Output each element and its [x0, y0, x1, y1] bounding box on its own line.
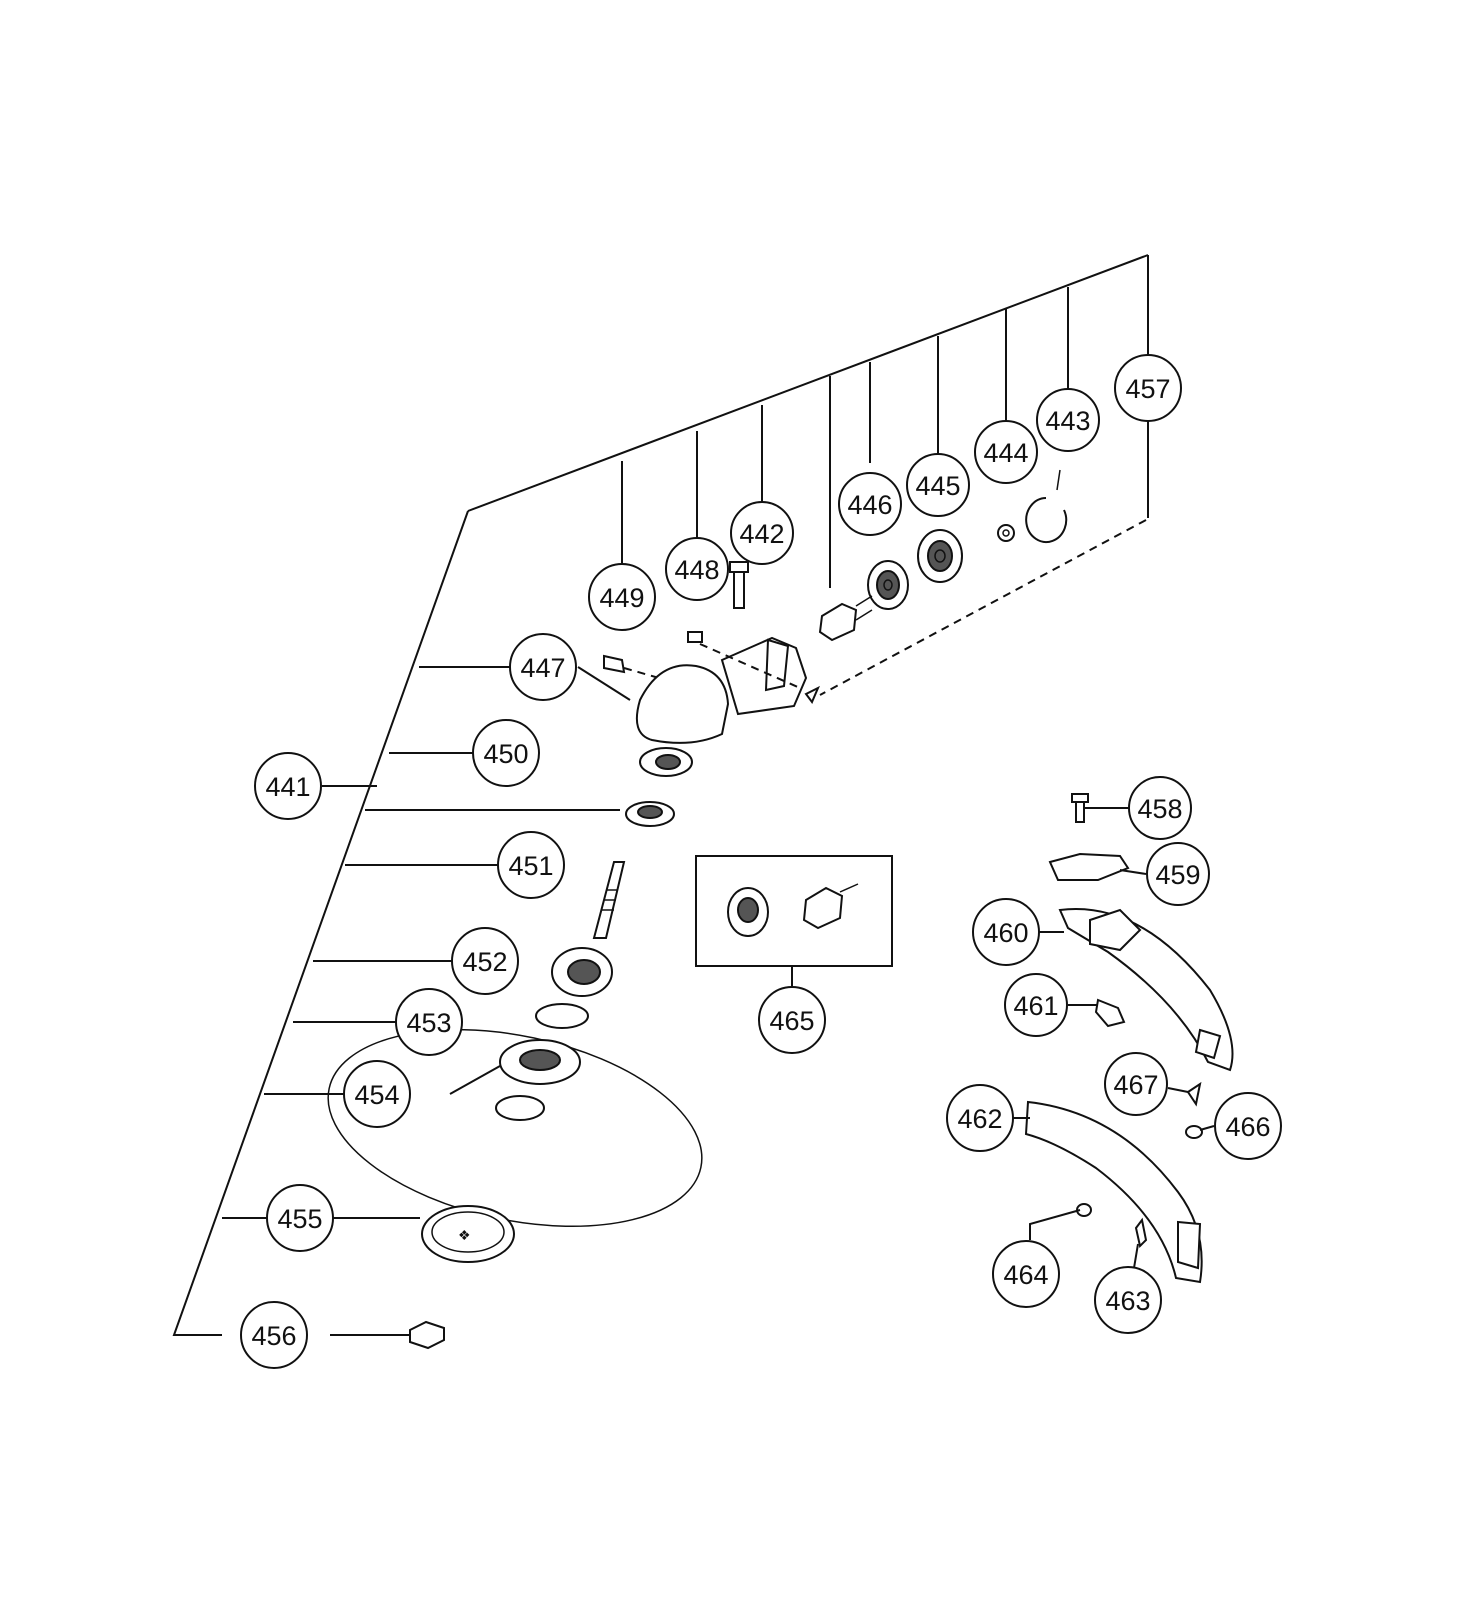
callout-451: 451: [497, 831, 565, 899]
callout-442: 442: [730, 501, 794, 565]
svg-text:461: 461: [1013, 991, 1058, 1021]
svg-text:441: 441: [265, 772, 310, 802]
svg-text:459: 459: [1155, 860, 1200, 890]
svg-text:444: 444: [983, 438, 1028, 468]
gear-head-parts: ❖: [327, 469, 1068, 1350]
svg-text:458: 458: [1137, 794, 1182, 824]
svg-text:450: 450: [483, 739, 528, 769]
gear-set-box: [695, 855, 893, 990]
callout-460: 460: [972, 898, 1040, 966]
svg-text:442: 442: [739, 519, 784, 549]
callout-462: 462: [946, 1084, 1014, 1152]
callout-450: 450: [472, 719, 540, 787]
svg-text:❖: ❖: [458, 1227, 471, 1243]
callout-453: 453: [395, 988, 463, 1056]
callout-446: 446: [838, 472, 902, 536]
callout-455: 455: [266, 1184, 334, 1252]
callout-452: 452: [451, 927, 519, 995]
guard-parts: [1012, 793, 1234, 1284]
bracket-lines: [172, 254, 1149, 1336]
callout-445: 445: [906, 453, 970, 517]
svg-text:446: 446: [847, 490, 892, 520]
callout-465: 465: [758, 986, 826, 1054]
callout-456: 456: [240, 1301, 308, 1369]
svg-text:465: 465: [769, 1006, 814, 1036]
svg-text:451: 451: [508, 851, 553, 881]
svg-text:455: 455: [277, 1204, 322, 1234]
svg-text:449: 449: [599, 583, 644, 613]
callout-444: 444: [974, 420, 1038, 484]
callout-454: 454: [343, 1060, 411, 1128]
svg-text:462: 462: [957, 1104, 1002, 1134]
svg-text:460: 460: [983, 918, 1028, 948]
svg-text:447: 447: [520, 653, 565, 683]
callout-448: 448: [665, 537, 729, 601]
callout-466: 466: [1214, 1092, 1282, 1160]
callout-467: 467: [1104, 1052, 1168, 1116]
callout-441: 441: [254, 752, 322, 820]
callout-bubbles: 441 442 443 444 445 446 447 448: [240, 354, 1282, 1369]
svg-text:467: 467: [1113, 1070, 1158, 1100]
callout-449: 449: [588, 563, 656, 631]
callout-461: 461: [1004, 973, 1068, 1037]
svg-text:443: 443: [1045, 406, 1090, 436]
svg-text:457: 457: [1125, 374, 1170, 404]
svg-text:464: 464: [1003, 1260, 1048, 1290]
callout-459: 459: [1146, 842, 1210, 906]
callout-458: 458: [1128, 776, 1192, 840]
callout-447: 447: [509, 633, 577, 701]
svg-text:452: 452: [462, 947, 507, 977]
svg-text:453: 453: [406, 1008, 451, 1038]
callout-457: 457: [1114, 354, 1182, 422]
svg-text:466: 466: [1225, 1112, 1270, 1142]
callout-443: 443: [1036, 388, 1100, 452]
svg-text:463: 463: [1105, 1286, 1150, 1316]
svg-text:456: 456: [251, 1321, 296, 1351]
svg-text:448: 448: [674, 555, 719, 585]
callout-464: 464: [992, 1240, 1060, 1308]
callout-463: 463: [1094, 1266, 1162, 1334]
svg-text:445: 445: [915, 471, 960, 501]
svg-text:454: 454: [354, 1080, 399, 1110]
